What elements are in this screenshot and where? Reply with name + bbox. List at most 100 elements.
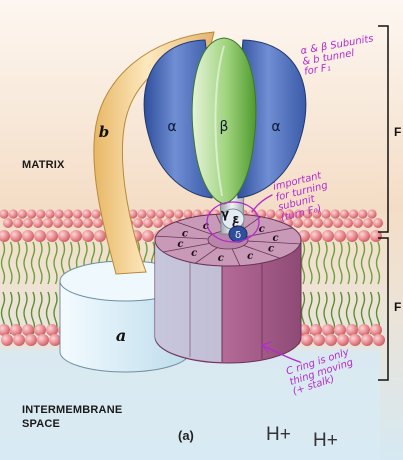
c-subunit-label: c [268, 244, 274, 255]
lipid-head [303, 218, 313, 228]
lipid-head [339, 209, 349, 219]
intermembrane-label-line2: SPACE [22, 418, 61, 430]
matrix-label: MATRIX [22, 159, 65, 171]
lipid-head [313, 334, 325, 346]
lipid-head [373, 218, 383, 228]
lipid-tail [308, 241, 313, 285]
lipid-head [70, 230, 82, 242]
lipid-head [63, 218, 73, 228]
beta-label: β [220, 119, 229, 135]
b-stalk [93, 31, 215, 275]
lipid-head [34, 230, 46, 242]
lipid-head [143, 218, 153, 228]
lipid-head [370, 230, 382, 242]
lipid-head [23, 218, 33, 228]
lipid-head [142, 230, 154, 242]
lipid-tail [8, 241, 13, 285]
lipid-tail [30, 291, 36, 335]
lipid-head [53, 218, 63, 228]
lipid-head [17, 209, 27, 219]
lipid-tail [353, 241, 358, 285]
lipid-head [353, 218, 363, 228]
lipid-head [133, 218, 143, 228]
lipid-head [49, 334, 61, 346]
figure-tag: (a) [178, 428, 194, 443]
lipid-head [22, 230, 34, 242]
c-subunit-label: c [247, 251, 253, 262]
lipid-head [310, 324, 322, 336]
lipid-head [82, 230, 94, 242]
lipid-head [153, 218, 163, 228]
c-subunit-label: c [177, 239, 183, 250]
lipid-head [313, 218, 323, 228]
lipid-head [25, 334, 37, 346]
lipid-head [58, 230, 70, 242]
lipid-head [361, 334, 373, 346]
lipid-head [303, 209, 313, 219]
lipid-head [266, 209, 276, 219]
lipid-head [367, 209, 377, 219]
lipid-head [1, 334, 13, 346]
f1-head [143, 37, 307, 205]
lipid-head [73, 218, 83, 228]
lipid-tail [38, 241, 43, 285]
lipid-tail [323, 241, 328, 285]
c-subunit-label: c [203, 221, 209, 232]
annotation-marks [206, 194, 301, 363]
lipid-head [330, 209, 340, 219]
lipid-tail [23, 241, 28, 285]
lipid-tail [360, 241, 366, 285]
lipid-head [325, 334, 337, 346]
lipid-tail [315, 241, 321, 285]
lipid-head [321, 209, 331, 219]
lipid-head [358, 324, 370, 336]
lipid-head [183, 209, 193, 219]
lipid-head [8, 209, 18, 219]
lipid-tail [45, 241, 51, 285]
lipid-head [10, 230, 22, 242]
lipid-head [137, 209, 147, 219]
lipid-head [37, 334, 49, 346]
lipid-head [334, 324, 346, 336]
lipid-head [73, 209, 83, 219]
lipid-head [63, 209, 73, 219]
b-label: b [99, 123, 110, 141]
bracket-f0-label: F [394, 300, 402, 314]
lipid-head [3, 218, 13, 228]
lipid-tail [53, 241, 58, 285]
lipid-head [322, 230, 334, 242]
lipid-head [346, 324, 358, 336]
lipid-head [43, 218, 53, 228]
lipid-head [358, 209, 368, 219]
lipid-head [275, 209, 285, 219]
c-subunit-label: c [259, 224, 265, 235]
c-subunit-label: c [272, 233, 278, 244]
lipid-head [310, 230, 322, 242]
intermembrane-label-line1: INTERMEMBRANE [22, 404, 123, 416]
lipid-head [334, 230, 346, 242]
alpha-left-label: α [167, 119, 176, 135]
lipid-head [54, 209, 64, 219]
lipid-tail [15, 241, 21, 285]
lipid-head [46, 230, 58, 242]
lipid-head [33, 218, 43, 228]
bracket-f1-label: F [394, 125, 402, 139]
lipid-head [13, 334, 25, 346]
lipid-tail [368, 241, 373, 285]
lipid-head [323, 218, 333, 228]
f0-bracket [378, 237, 389, 381]
hplus-label-1: H+ [266, 424, 291, 445]
lipid-head [10, 324, 22, 336]
lipid-head [13, 218, 23, 228]
c-subunit-label: c [218, 253, 224, 264]
lipid-head [293, 209, 303, 219]
lipid-head [373, 334, 385, 346]
alpha-right-label: α [271, 119, 280, 135]
ims-region [0, 350, 380, 460]
c-ring [154, 213, 302, 364]
c-subunit-label: c [191, 248, 197, 259]
lipid-head [333, 218, 343, 228]
lipid-head [0, 209, 9, 219]
lipid-head [293, 218, 303, 228]
lipid-head [370, 324, 382, 336]
